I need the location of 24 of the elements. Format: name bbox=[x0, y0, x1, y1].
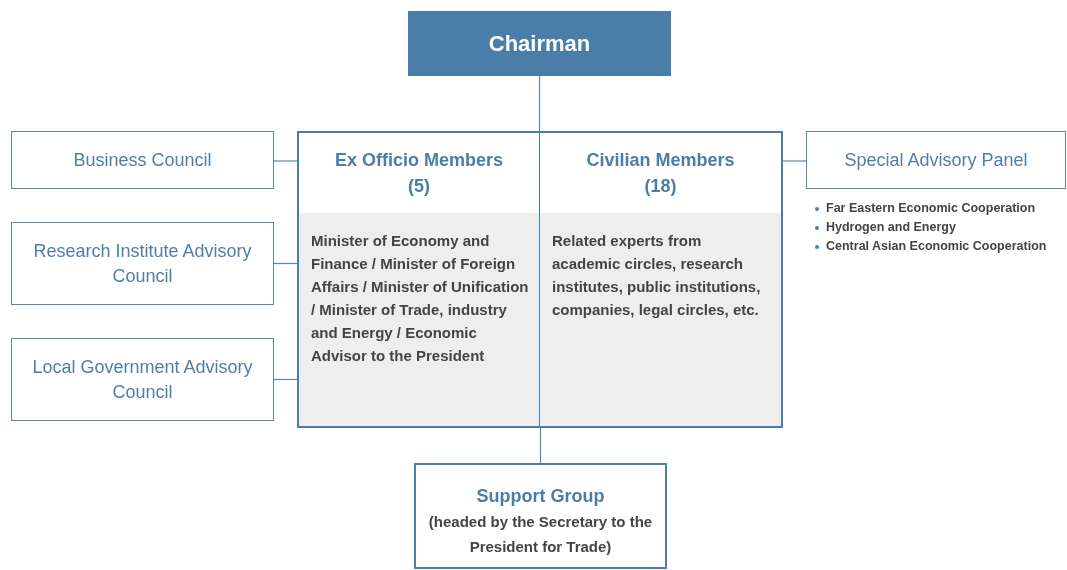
column-body-text: Related experts from academic circles, research institutes, public institutions, companies, legal circles, etc. bbox=[540, 213, 781, 426]
box-subtext: (headed by the Secretary to the President for Trade) bbox=[427, 512, 654, 557]
bullet-item: Central Asian Economic Cooperation bbox=[814, 237, 1047, 256]
council-box bbox=[11, 222, 274, 305]
box-label: Business Council bbox=[73, 148, 212, 172]
title-box bbox=[408, 11, 671, 76]
council-box bbox=[11, 338, 274, 421]
bullet-item: Far Eastern Economic Cooperation bbox=[814, 199, 1047, 218]
council-box bbox=[806, 131, 1066, 189]
support-box bbox=[414, 463, 667, 569]
council-box bbox=[11, 131, 274, 189]
box-heading: Support Group bbox=[475, 485, 606, 508]
box-label: Local Government Advisory Council bbox=[31, 355, 254, 404]
column-heading: Ex Officio Members (5) bbox=[333, 149, 504, 198]
member-column bbox=[299, 133, 540, 426]
column-heading: Civilian Members (18) bbox=[585, 149, 736, 198]
connector-line bbox=[538, 75, 541, 132]
member-group-box bbox=[297, 131, 783, 428]
column-body-text: Minister of Economy and Finance / Minister of Foreign Affairs / Minister of Unification / Minister of Trade, industry and Energy / Economic Advisor to the President bbox=[299, 213, 539, 426]
bullet-item: Hydrogen and Energy bbox=[814, 218, 1047, 237]
box-label: Special Advisory Panel bbox=[844, 148, 1028, 172]
connector-line bbox=[539, 427, 542, 464]
title-text: Chairman bbox=[488, 30, 591, 57]
box-label: Research Institute Advisory Council bbox=[32, 239, 253, 288]
